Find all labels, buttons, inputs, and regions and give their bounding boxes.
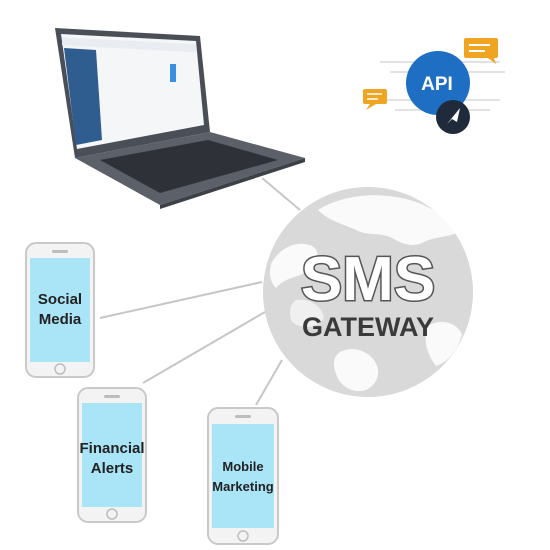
phone-label-line1: Social [38, 291, 82, 308]
phone-speaker [104, 395, 120, 398]
phone-label-line2: Marketing [212, 479, 273, 494]
connector-financial-alerts [142, 311, 266, 384]
gateway-title-group: SMS GATEWAY [299, 244, 436, 343]
phone-social-media: Social Media [25, 242, 95, 378]
connector-social-media [99, 281, 263, 319]
connector-laptop [261, 177, 301, 211]
connector-mobile-marketing [255, 359, 283, 406]
api-badge: API [363, 38, 505, 134]
phone-home-button [237, 530, 249, 542]
phone-screen [82, 403, 142, 507]
globe-land-north [318, 195, 458, 245]
laptop-front-edge [160, 158, 305, 209]
phone-screen [30, 258, 90, 362]
gateway-title: SMS [301, 245, 435, 314]
chat-bubble-icon-left [363, 89, 387, 110]
laptop-screen-chart-bar [170, 64, 176, 82]
connectors [99, 177, 301, 406]
phone-speaker [52, 250, 68, 253]
globe-land-south [333, 349, 379, 392]
globe-land-east [425, 321, 462, 366]
globe-land-mid [289, 299, 324, 327]
api-label: API [421, 74, 453, 95]
laptop-keyboard [100, 140, 278, 193]
gateway-subtitle: GATEWAY [302, 312, 434, 342]
phone-financial-alerts: Financial Alerts [77, 387, 147, 523]
laptop-screen-header [62, 37, 196, 53]
chat-bubble-icon-top [464, 38, 498, 64]
phone-speaker [235, 415, 251, 418]
phone-mobile-marketing: Mobile Marketing [207, 407, 279, 545]
api-circle [406, 51, 470, 115]
globe [263, 187, 473, 397]
phone-label-line2: Media [39, 311, 82, 328]
phone-home-button [54, 363, 66, 375]
phone-home-button [106, 508, 118, 520]
phone-screen [212, 424, 274, 528]
phone-label-line1: Financial [79, 440, 144, 457]
laptop-screen-sidebar [64, 48, 102, 145]
phone-label-line2: Alerts [91, 460, 134, 477]
globe-land-west [269, 243, 318, 288]
cursor-icon [447, 108, 460, 124]
laptop [55, 28, 305, 209]
phone-label-line1: Mobile [222, 459, 263, 474]
